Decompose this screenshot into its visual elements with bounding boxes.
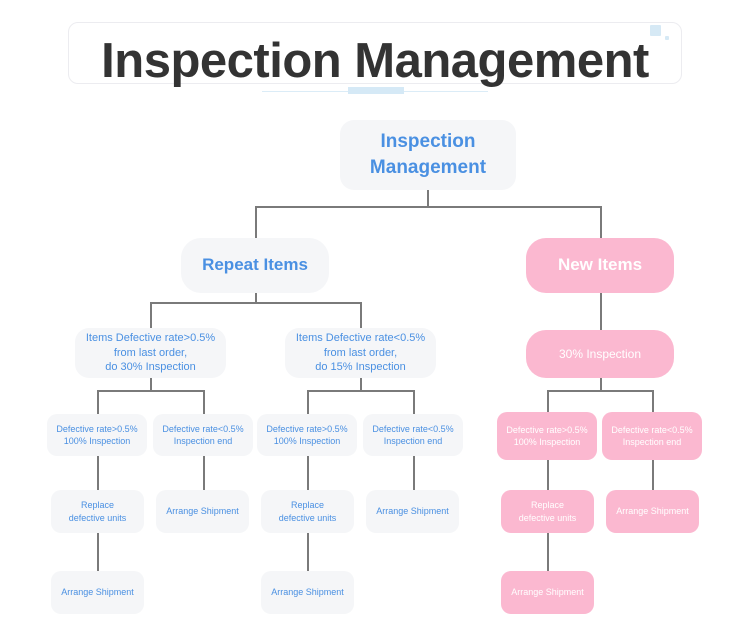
node-defective-under-a[interactable]: Defective rate<0.5% Inspection end <box>153 414 253 456</box>
node-repeat-low-defective-rate[interactable]: Items Defective rate<0.5% from last orde… <box>285 328 436 378</box>
node-repeat-high-defective-rate[interactable]: Items Defective rate>0.5% from last orde… <box>75 328 226 378</box>
connector-defective-under-b-down <box>413 455 415 490</box>
connector-repeat-low-down <box>360 377 362 390</box>
connector-level2-bus <box>255 206 601 208</box>
connector-new-items-down <box>600 292 602 330</box>
connector-root-down <box>427 189 429 207</box>
node-arrange-shipment-a[interactable]: Arrange Shipment <box>156 490 249 533</box>
node-replace-defective-units-b[interactable]: Replace defective units <box>261 490 354 533</box>
node-replace-defective-units-c[interactable]: Replace defective units <box>501 490 594 533</box>
connector-defective-over-c-down <box>547 459 549 490</box>
connector-defective-over-b-down <box>307 455 309 490</box>
connector-to-defective-over-b <box>307 390 309 414</box>
connector-level3-bus-left <box>150 302 361 304</box>
connector-defective-under-c-down <box>652 459 654 490</box>
connector-replace-b-down <box>307 533 309 571</box>
node-defective-under-c[interactable]: Defective rate<0.5% Inspection end <box>602 412 702 460</box>
connector-defective-under-a-down <box>203 455 205 490</box>
connector-replace-c-down <box>547 533 549 571</box>
connector-defective-over-a-down <box>97 455 99 490</box>
connector-to-repeat-items <box>255 206 257 238</box>
connector-to-new-items <box>600 206 602 238</box>
connector-repeat-down <box>255 292 257 303</box>
node-replace-defective-units-a[interactable]: Replace defective units <box>51 490 144 533</box>
connector-30-inspection-down <box>600 377 602 390</box>
connector-to-defective-over-a <box>97 390 99 414</box>
connector-repeat-high-down <box>150 377 152 390</box>
node-root-inspection-management[interactable]: Inspection Management <box>340 120 516 190</box>
connector-level4-bus-c <box>547 390 653 392</box>
connector-to-defective-over-c <box>547 390 549 412</box>
connector-level4-bus-b <box>307 390 414 392</box>
decorative-square-icon <box>650 25 661 36</box>
connector-to-defective-under-a <box>203 390 205 414</box>
page-title: Inspection Management <box>101 34 649 88</box>
connector-to-defective-under-c <box>652 390 654 412</box>
node-repeat-items[interactable]: Repeat Items <box>181 238 329 293</box>
title-underline-accent <box>348 87 404 94</box>
connector-replace-a-down <box>97 533 99 571</box>
connector-level4-bus-a <box>97 390 204 392</box>
node-arrange-shipment-c[interactable]: Arrange Shipment <box>606 490 699 533</box>
node-arrange-shipment-bottom-b[interactable]: Arrange Shipment <box>261 571 354 614</box>
title-card <box>68 22 682 84</box>
node-defective-over-c[interactable]: Defective rate>0.5% 100% Inspection <box>497 412 597 460</box>
node-defective-over-b[interactable]: Defective rate>0.5% 100% Inspection <box>257 414 357 456</box>
node-arrange-shipment-b[interactable]: Arrange Shipment <box>366 490 459 533</box>
node-defective-under-b[interactable]: Defective rate<0.5% Inspection end <box>363 414 463 456</box>
node-defective-over-a[interactable]: Defective rate>0.5% 100% Inspection <box>47 414 147 456</box>
node-arrange-shipment-bottom-a[interactable]: Arrange Shipment <box>51 571 144 614</box>
connector-to-repeat-low <box>360 302 362 328</box>
node-arrange-shipment-bottom-c[interactable]: Arrange Shipment <box>501 571 594 614</box>
node-new-items[interactable]: New Items <box>526 238 674 293</box>
decorative-dot-icon <box>665 36 669 40</box>
connector-to-defective-under-b <box>413 390 415 414</box>
connector-to-repeat-high <box>150 302 152 328</box>
node-30-percent-inspection[interactable]: 30% Inspection <box>526 330 674 378</box>
